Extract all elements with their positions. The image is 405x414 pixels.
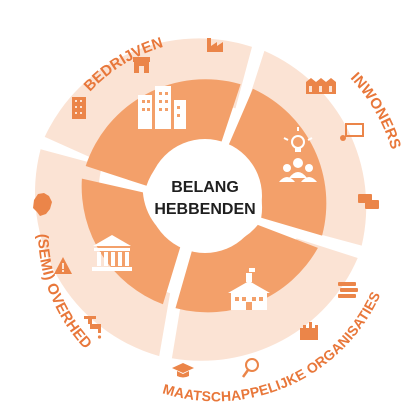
books-icon	[338, 282, 358, 298]
center-title-line2: HEBBENDEN	[154, 201, 255, 218]
inner-ring	[81, 79, 327, 313]
center-circle	[148, 139, 262, 253]
graduation-cap-icon	[172, 363, 194, 378]
inner-segment-bedrijven	[85, 79, 241, 186]
people-idea-icon	[279, 127, 317, 182]
chat-bubbles-icon	[358, 194, 379, 209]
inner-segment-maatschappelijke	[175, 224, 318, 313]
inner-segment-inwoners	[225, 88, 327, 236]
shop-icon	[133, 57, 150, 73]
presentation-icon	[340, 123, 364, 141]
sports-icon	[241, 358, 259, 378]
school-building-icon	[228, 268, 270, 310]
row-houses-icon	[306, 78, 336, 94]
label-inwoners: INWONERS	[347, 69, 404, 151]
warning-sign-icon	[54, 257, 72, 274]
castle-icon	[300, 322, 318, 340]
office-buildings-icon	[138, 86, 186, 129]
water-tap-icon	[84, 316, 102, 339]
government-building-icon	[92, 235, 132, 271]
inner-segment-overheden	[81, 178, 182, 305]
netherlands-map-icon	[33, 193, 52, 216]
center-title-line1: BELANG	[171, 179, 239, 196]
factory-icon	[207, 38, 223, 52]
office-building-icon	[72, 97, 86, 119]
